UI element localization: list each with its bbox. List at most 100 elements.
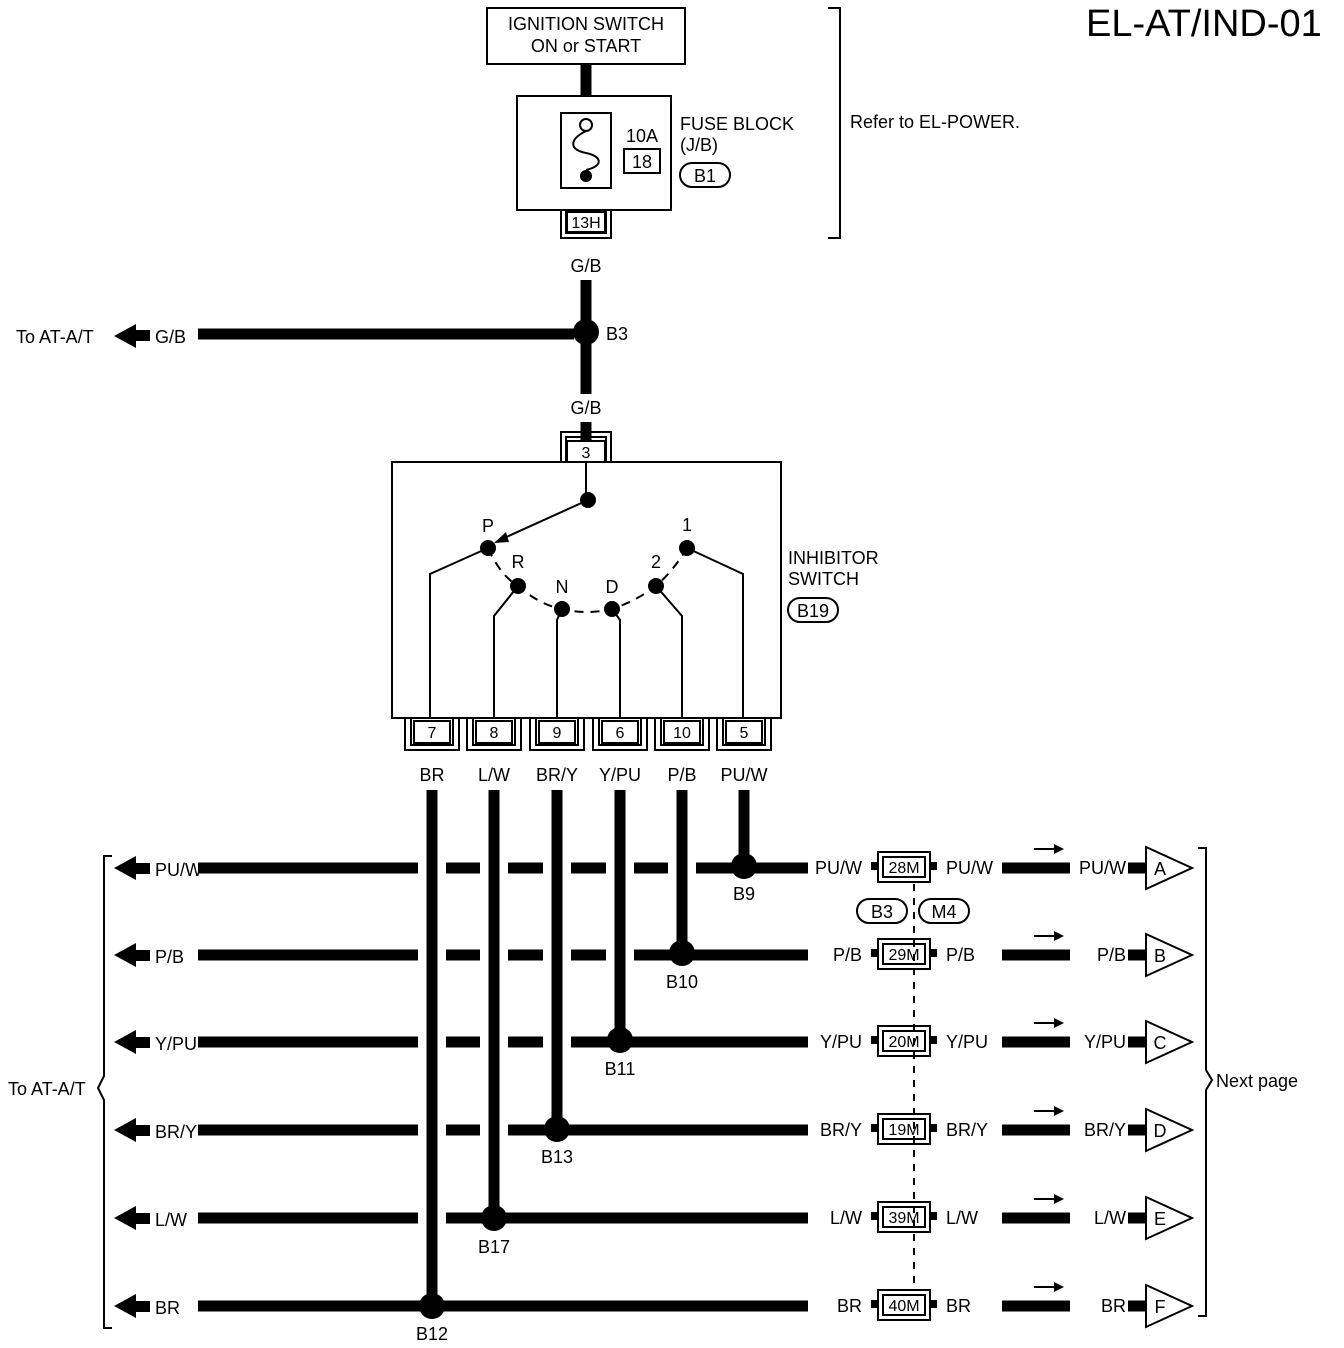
- refer-note: Refer to EL-POWER.: [850, 112, 1020, 132]
- arrow-left-icon: [114, 856, 136, 880]
- terminal-wire-label: Y/PU: [599, 765, 641, 785]
- off-page-ref-label: B: [1154, 946, 1166, 966]
- fuse-rating: 10A: [626, 126, 658, 146]
- connector-label: 40M: [888, 1298, 919, 1315]
- left-wire-label: Y/PU: [155, 1034, 197, 1054]
- terminal-13h: 13H: [560, 210, 612, 239]
- terminal-wire-label: PU/W: [721, 765, 768, 785]
- switch-terminal: 9: [529, 718, 585, 751]
- arrow-right-icon: [1054, 1282, 1064, 1292]
- switch-contact: [510, 578, 526, 594]
- right-destination: Next page: [1216, 1071, 1298, 1091]
- off-page-connector-icon: [1145, 932, 1195, 978]
- connector-badge-b19: [787, 597, 839, 623]
- left-wire-label: PU/W: [155, 860, 202, 880]
- switch-terminal: 5: [716, 718, 772, 751]
- left-wire-label: P/B: [155, 947, 184, 967]
- switch-internal-wire: [611, 608, 621, 718]
- splice-label: B17: [478, 1237, 510, 1257]
- arrow-left-icon: [114, 1118, 136, 1142]
- switch-contact: [554, 601, 570, 617]
- left-wire-label: BR: [155, 1298, 180, 1318]
- terminal-wire-label: P/B: [667, 765, 696, 785]
- terminal-number: 7: [428, 725, 437, 742]
- right-wire-label: P/B: [1097, 945, 1126, 965]
- off-page-ref-label: F: [1155, 1297, 1166, 1317]
- terminal-wire-label: BR/Y: [536, 765, 578, 785]
- left-wire-label: L/W: [155, 1210, 187, 1230]
- terminal-wire-label: BR: [419, 765, 444, 785]
- left-wire-label: BR/Y: [155, 1122, 197, 1142]
- joint-badge-m4: M4: [931, 902, 956, 922]
- splice-label: B10: [666, 972, 698, 992]
- fuse-block-subtitle: (J/B): [680, 135, 718, 155]
- splice-b3: [573, 319, 599, 345]
- svg-text:13H: 13H: [571, 215, 600, 232]
- connector-label: 39M: [888, 1210, 919, 1227]
- arrow-right-icon: [1054, 1194, 1064, 1204]
- off-page-connector-icon: [1145, 1019, 1195, 1065]
- terminal-wire-label: L/W: [478, 765, 510, 785]
- fuse-icon: [560, 112, 612, 189]
- circuit-row: Y/PU B11 Y/PU 20M Y/PU Y/PU C: [114, 1018, 1195, 1079]
- switch-internal-wire: [429, 547, 489, 718]
- terminal-number: 5: [740, 725, 749, 742]
- off-page-ref-label: C: [1154, 1033, 1167, 1053]
- left-destination: To AT-A/T: [8, 1079, 86, 1099]
- pre-connector-wire-label: BR/Y: [820, 1120, 862, 1140]
- wire-label-gb-1: G/B: [570, 256, 601, 276]
- connector-label: 19M: [888, 1122, 919, 1139]
- switch-position-label: N: [556, 577, 569, 597]
- svg-text:B19: B19: [797, 601, 829, 621]
- arrow-left-icon: [114, 1294, 136, 1318]
- off-page-connector-icon: [1145, 845, 1195, 891]
- terminal-number: 6: [616, 725, 625, 742]
- connector-badge-b1: [679, 162, 731, 188]
- page-code: EL-AT/IND-01: [1086, 3, 1322, 45]
- svg-text:B1: B1: [694, 166, 716, 186]
- switch-position-label: D: [606, 577, 619, 597]
- switch-position-label: P: [482, 516, 494, 536]
- right-wire-label: BR: [1101, 1296, 1126, 1316]
- pre-connector-wire-label: BR: [837, 1296, 862, 1316]
- post-connector-wire-label: P/B: [946, 945, 975, 965]
- joint-connector-badges: B3 M4: [856, 898, 970, 924]
- harness-connector: 20M: [871, 1025, 937, 1057]
- splice-label: B12: [416, 1324, 448, 1344]
- arrow-left-icon: [114, 1030, 136, 1054]
- ignition-label-1: IGNITION SWITCH: [508, 14, 664, 34]
- connector-label: 29M: [888, 947, 919, 964]
- switch-internal-wire: [686, 547, 744, 718]
- ignition-switch: IGNITION SWITCH ON or START: [486, 7, 686, 65]
- pre-connector-wire-label: Y/PU: [820, 1032, 862, 1052]
- right-wire-label: PU/W: [1079, 858, 1126, 878]
- fuse-block: 10A 18 FUSE BLOCK (J/B) B1: [516, 95, 794, 211]
- off-page-connector-icon: [1145, 1107, 1195, 1153]
- arrow-left-icon: [114, 1206, 136, 1230]
- splice-label: B11: [605, 1059, 636, 1079]
- off-page-ref-label: E: [1154, 1209, 1166, 1229]
- inhibitor-subtitle: SWITCH: [788, 569, 859, 589]
- inhibitor-title: INHIBITOR: [788, 548, 879, 568]
- switch-contact: [679, 540, 695, 556]
- pre-connector-wire-label: PU/W: [815, 858, 862, 878]
- terminal-number: 10: [673, 725, 691, 742]
- off-page-ref-label: D: [1154, 1121, 1167, 1141]
- harness-connector: 40M: [871, 1289, 937, 1321]
- post-connector-wire-label: Y/PU: [946, 1032, 988, 1052]
- right-wire-label: Y/PU: [1084, 1032, 1126, 1052]
- post-connector-wire-label: PU/W: [946, 858, 993, 878]
- switch-contact: [604, 601, 620, 617]
- ignition-label-2: ON or START: [531, 36, 641, 56]
- switch-contact: [480, 540, 496, 556]
- switch-terminal: 10: [654, 718, 710, 751]
- right-wire-label: L/W: [1094, 1208, 1126, 1228]
- off-page-ref-label: A: [1154, 859, 1166, 879]
- switch-terminal: 7: [404, 718, 460, 751]
